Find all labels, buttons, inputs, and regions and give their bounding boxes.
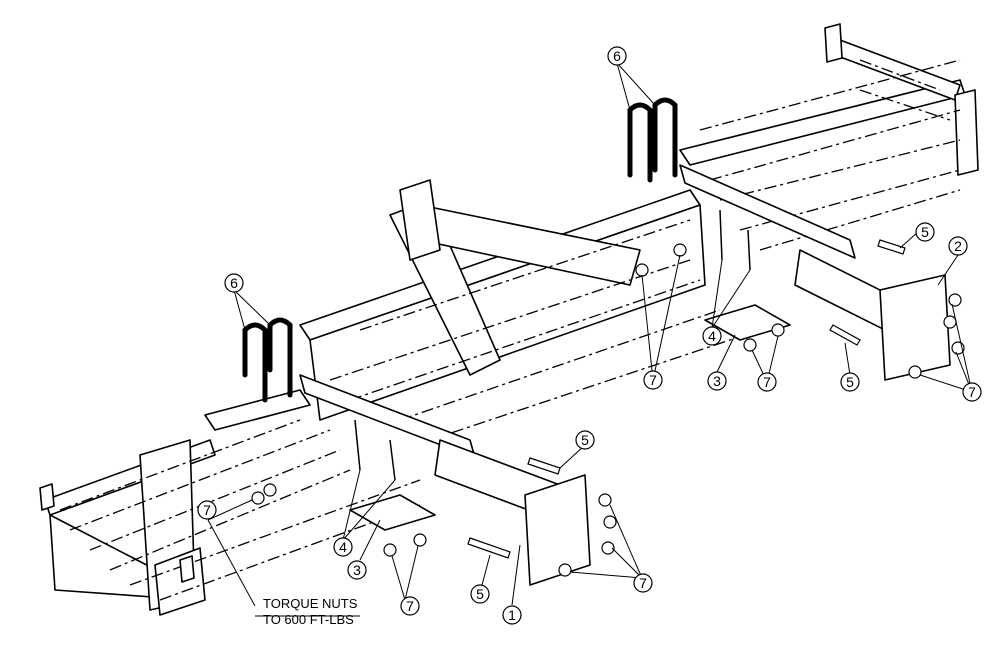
svg-text:5: 5 — [846, 374, 854, 390]
bolt-item5-front-top — [527, 457, 561, 475]
callout-7-rear-plate: 7 — [757, 372, 777, 392]
svg-text:6: 6 — [230, 275, 238, 291]
callout-5-rear-bottom: 5 — [840, 372, 860, 392]
callout-6-left: 6 — [224, 273, 244, 293]
leader-lines — [207, 62, 973, 607]
nuts-item7 — [251, 243, 965, 577]
bolt-item4-rear-b — [747, 229, 751, 271]
mount-plate-rear — [704, 304, 791, 341]
torque-note: TORQUE NUTS TO 600 FT-LBS — [255, 596, 360, 627]
callout-6-right: 6 — [607, 46, 627, 66]
bolt-item5-rear-bottom — [829, 324, 861, 346]
right-frame — [679, 23, 979, 251]
callout-7-center: 7 — [643, 370, 663, 390]
svg-text:3: 3 — [353, 562, 361, 578]
u-bolt-right — [627, 97, 678, 183]
callout-4-front: 4 — [333, 537, 353, 557]
front-cross-member — [299, 374, 591, 586]
callout-5-front-top: 5 — [575, 430, 595, 450]
svg-text:4: 4 — [708, 328, 716, 344]
u-bolt-left — [242, 317, 293, 403]
svg-text:2: 2 — [954, 238, 962, 254]
svg-text:7: 7 — [639, 575, 647, 591]
bolt-item5-rear-top — [877, 239, 906, 255]
torque-note-line1: TORQUE NUTS — [263, 596, 358, 611]
callout-7-front-plate: 7 — [400, 596, 420, 616]
callout-2: 2 — [948, 236, 968, 256]
svg-text:7: 7 — [406, 598, 414, 614]
svg-text:3: 3 — [713, 373, 721, 389]
svg-text:7: 7 — [763, 374, 771, 390]
callout-1: 1 — [502, 605, 522, 625]
svg-text:1: 1 — [508, 607, 516, 623]
center-beams — [299, 179, 761, 441]
mount-plate-front — [349, 494, 436, 531]
callout-7-front-flange: 7 — [633, 573, 653, 593]
rear-cross-member — [679, 164, 951, 381]
bolt-item5-front-bottom — [467, 537, 511, 559]
svg-text:7: 7 — [968, 384, 976, 400]
svg-text:5: 5 — [921, 224, 929, 240]
bolt-item4-front-b — [389, 439, 396, 481]
callout-5-front-bottom: 5 — [470, 584, 490, 604]
callout-3-rear: 3 — [707, 371, 727, 391]
callout-5-rear-top: 5 — [915, 222, 935, 242]
callout-3-front: 3 — [347, 560, 367, 580]
callout-4-rear: 4 — [702, 326, 722, 346]
callout-7-left: 7 — [197, 500, 217, 520]
svg-text:7: 7 — [649, 372, 657, 388]
callout-7-rear-flange: 7 — [962, 382, 982, 402]
left-frame — [39, 389, 421, 616]
bolt-item4-rear-a — [719, 209, 723, 261]
svg-text:4: 4 — [339, 539, 347, 555]
svg-text:7: 7 — [203, 502, 211, 518]
svg-text:6: 6 — [613, 48, 621, 64]
torque-note-line2: TO 600 FT-LBS — [263, 612, 354, 627]
svg-text:5: 5 — [581, 432, 589, 448]
svg-text:5: 5 — [476, 586, 484, 602]
bolt-item4-front-a — [354, 419, 361, 471]
